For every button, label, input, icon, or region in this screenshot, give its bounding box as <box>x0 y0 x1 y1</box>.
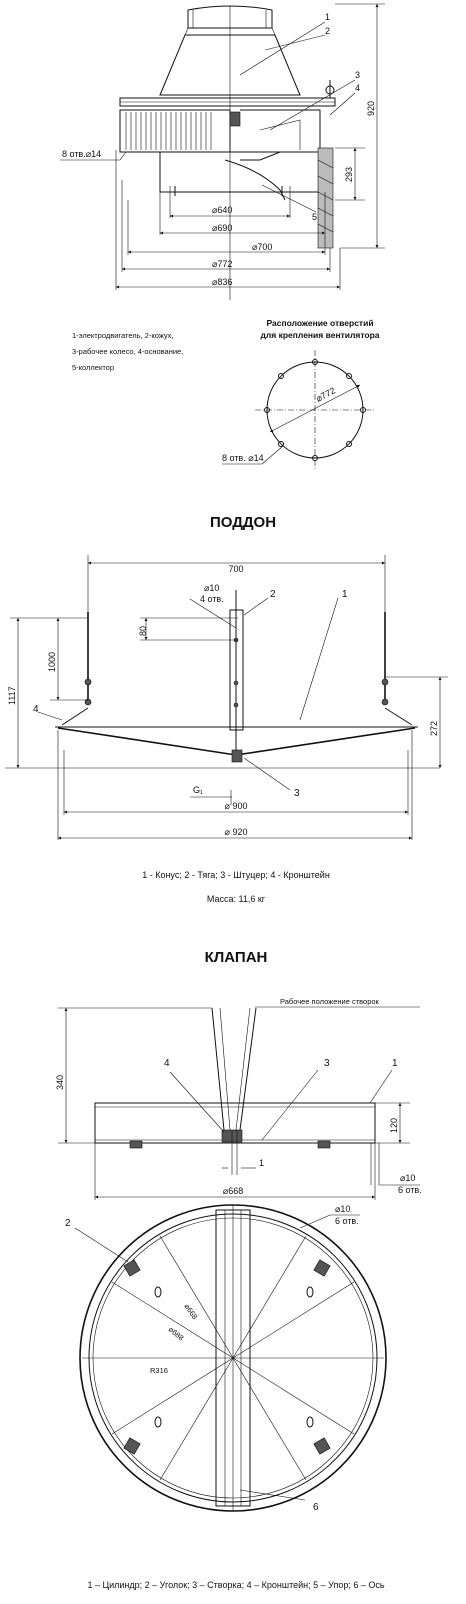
valve-label-1: 1 <box>392 1058 398 1069</box>
valve-label-2: 2 <box>65 1218 71 1229</box>
valve-legend: 1 – Цилиндр; 2 – Уголок; 3 – Створка; 4 … <box>87 1580 384 1590</box>
dim-293: 293 <box>344 167 354 182</box>
dim-690: ⌀690 <box>212 223 232 233</box>
plan-r316: R316 <box>150 1366 168 1375</box>
valve-hole-diameter: ⌀10 <box>400 1173 415 1183</box>
plan-hole-diameter: ⌀10 <box>335 1204 350 1214</box>
pan-g1: G₁ <box>193 785 203 795</box>
valve-elevation-drawing <box>58 1006 420 1200</box>
pan-title: ПОДДОН <box>210 514 276 531</box>
valve-dim-340: 340 <box>55 1075 65 1090</box>
pan-hole-diameter: ⌀10 <box>204 583 219 593</box>
valve-title: КЛАПАН <box>205 949 268 966</box>
fan-legend-line-1: 1-электродвигатель, 2-кожух, <box>72 331 174 340</box>
pan-dim-80: 80 <box>138 626 148 636</box>
pan-label-2: 2 <box>270 589 276 600</box>
valve-label-6: 6 <box>313 1502 319 1513</box>
pan-label-3: 3 <box>294 788 300 799</box>
valve-plan-drawing <box>74 1204 387 1512</box>
pan-dim-920: ⌀ 920 <box>225 827 248 837</box>
dim-700: ⌀700 <box>252 242 272 252</box>
holes-note: 8 отв. ⌀14 <box>222 453 264 463</box>
fan-label-1: 1 <box>325 12 330 22</box>
dim-640: ⌀640 <box>212 205 232 215</box>
plan-dia-688: ⌀688 <box>167 1325 186 1343</box>
pan-label-1: 1 <box>342 589 348 600</box>
valve-dim-1: 1 <box>259 1158 264 1168</box>
fan-legend-line-2: 3-рабочее колесо, 4-основание, <box>72 347 183 356</box>
pan-legend: 1 - Конус; 2 - Тяга; 3 - Штуцер; 4 - Кро… <box>142 870 330 880</box>
pan-dim-700: 700 <box>228 564 243 574</box>
fan-elevation-drawing <box>60 3 385 300</box>
holes-title-line-2: для крепления вентилятора <box>260 330 379 340</box>
pan-hole-count: 4 отв. <box>200 594 224 604</box>
pan-mass: Масса: 11,6 кг <box>207 894 266 904</box>
valve-work-position: Рабочее положение створок <box>280 997 380 1006</box>
fan-label-2: 2 <box>325 26 330 36</box>
pan-dim-1117: 1117 <box>7 686 17 705</box>
fan-legend-line-3: 5-коллектор <box>72 363 114 372</box>
valve-label-3: 3 <box>324 1058 330 1069</box>
dim-836: ⌀836 <box>212 277 232 287</box>
valve-label-4: 4 <box>164 1058 170 1069</box>
holes-diameter-772: ⌀772 <box>314 385 337 403</box>
valve-dim-120: 120 <box>389 1118 399 1133</box>
fan-holes-label: 8 отв.⌀14 <box>62 149 101 159</box>
mounting-holes-diagram <box>222 350 375 470</box>
dim-772: ⌀772 <box>212 259 232 269</box>
pan-label-4: 4 <box>33 704 39 715</box>
fan-label-4: 4 <box>355 83 360 93</box>
valve-dim-668: ⌀668 <box>223 1186 243 1196</box>
dim-920: 920 <box>366 101 376 116</box>
plan-dia-668: ⌀668 <box>182 1302 199 1321</box>
fan-label-5: 5 <box>312 212 317 222</box>
holes-title-line-1: Расположение отверстий <box>266 318 373 328</box>
pan-dim-900: ⌀ 900 <box>225 801 248 811</box>
pan-section-drawing <box>5 555 448 840</box>
pan-dim-1000: 1000 <box>47 652 57 672</box>
valve-hole-count: 6 отв. <box>398 1185 422 1195</box>
fan-label-3: 3 <box>355 70 360 80</box>
plan-hole-count: 6 отв. <box>335 1216 359 1226</box>
pan-dim-272: 272 <box>429 721 439 736</box>
